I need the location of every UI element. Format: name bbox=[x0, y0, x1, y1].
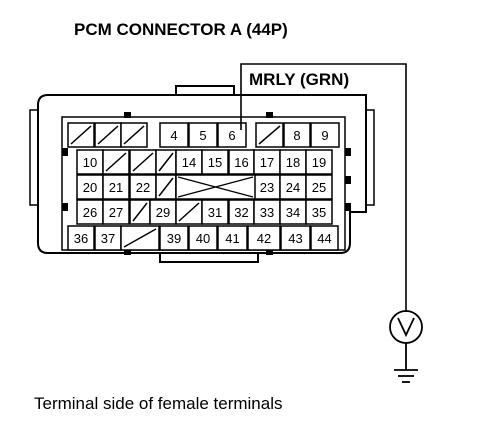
connector-housing-outline bbox=[37, 94, 367, 254]
pin-cell: 18 bbox=[279, 149, 307, 175]
diagram-caption: Terminal side of female terminals bbox=[34, 394, 283, 413]
pin-label: 27 bbox=[109, 205, 123, 220]
pin-cell: 17 bbox=[253, 149, 281, 175]
pin-label: 24 bbox=[286, 180, 300, 195]
pin-label: 41 bbox=[225, 231, 239, 246]
pin-cell: 33 bbox=[253, 199, 281, 225]
pin-cell: 5 bbox=[188, 122, 218, 148]
pin-label: 5 bbox=[199, 128, 206, 143]
connector-bottom-tab bbox=[159, 253, 259, 263]
pin-label: 6 bbox=[228, 128, 235, 143]
pin-label: 44 bbox=[317, 231, 331, 246]
pin-cell bbox=[102, 149, 130, 175]
blank-crossed-area bbox=[175, 174, 256, 200]
pin-cell: 34 bbox=[279, 199, 307, 225]
pin-label: 37 bbox=[101, 231, 115, 246]
pin-label: 32 bbox=[234, 205, 248, 220]
pin-cell: 15 bbox=[201, 149, 229, 175]
pin-cell: 32 bbox=[228, 199, 255, 225]
pin-label: 21 bbox=[109, 180, 123, 195]
pin-cell: 8 bbox=[283, 122, 311, 148]
pin-label: 29 bbox=[156, 205, 170, 220]
voltmeter-icon bbox=[389, 310, 423, 344]
pin-label: 14 bbox=[182, 155, 196, 170]
pin-cell bbox=[120, 225, 160, 251]
pin-cell: 35 bbox=[305, 199, 333, 225]
pin-cell: 22 bbox=[129, 174, 157, 200]
pin-cell: 37 bbox=[94, 225, 122, 251]
pin-cell bbox=[255, 122, 284, 148]
pin-label: 8 bbox=[293, 128, 300, 143]
left-latch bbox=[29, 109, 38, 206]
pin-cell: 44 bbox=[310, 225, 339, 251]
pin-cell: 31 bbox=[201, 199, 229, 225]
wire-label: MRLY (GRN) bbox=[249, 70, 350, 89]
pin-label: 23 bbox=[260, 180, 274, 195]
connector-title: PCM CONNECTOR A (44P) bbox=[74, 20, 288, 39]
pin-cell bbox=[120, 122, 148, 148]
pin-grid: 4 5 6 8 9 10 14 15 16 17 18 19 20 21 22 23 24 25 26 27 29 31 3… bbox=[67, 122, 340, 251]
pin-cell: 41 bbox=[217, 225, 248, 251]
pin-cell: 9 bbox=[310, 122, 340, 148]
pin-label: 39 bbox=[167, 231, 181, 246]
connector-lock-tab bbox=[175, 85, 235, 95]
pin-cell bbox=[155, 149, 177, 175]
ground-icon bbox=[394, 343, 418, 383]
housing-bumps bbox=[62, 112, 351, 255]
pin-label: 9 bbox=[321, 128, 328, 143]
pin-label: 34 bbox=[286, 205, 300, 220]
pin-label: 33 bbox=[260, 205, 274, 220]
pin-cell: 27 bbox=[102, 199, 130, 225]
pin-label: 19 bbox=[312, 155, 326, 170]
pin-label: 22 bbox=[136, 180, 150, 195]
pin-cell bbox=[67, 122, 95, 148]
pin-cell: 40 bbox=[188, 225, 218, 251]
pin-cell: 42 bbox=[247, 225, 281, 251]
pin-cell bbox=[155, 174, 177, 200]
pin-label: 26 bbox=[83, 205, 97, 220]
pin-cell: 43 bbox=[280, 225, 311, 251]
pin-cell bbox=[175, 199, 203, 225]
pin-cell: 23 bbox=[253, 174, 281, 200]
pin-cell: 21 bbox=[102, 174, 130, 200]
pin-cell bbox=[129, 199, 151, 225]
pin-label: 16 bbox=[234, 155, 248, 170]
pin-label: 35 bbox=[312, 205, 326, 220]
pin-label: 18 bbox=[286, 155, 300, 170]
right-latch bbox=[366, 109, 375, 206]
pin-cell: 39 bbox=[159, 225, 189, 251]
pin-cell: 36 bbox=[67, 225, 95, 251]
pin-cell bbox=[94, 122, 122, 148]
pin-cell: 26 bbox=[76, 199, 104, 225]
pin-cell: 4 bbox=[159, 122, 189, 148]
pin-cell: 29 bbox=[149, 199, 177, 225]
test-wire bbox=[240, 63, 407, 312]
pin-label: 10 bbox=[83, 155, 97, 170]
pin-cell: 20 bbox=[76, 174, 104, 200]
pin-label: 15 bbox=[208, 155, 222, 170]
pin-label: 17 bbox=[260, 155, 274, 170]
pin-cell: 16 bbox=[228, 149, 255, 175]
pin-cell bbox=[129, 149, 157, 175]
pin-label: 20 bbox=[83, 180, 97, 195]
pin-label: 43 bbox=[288, 231, 302, 246]
pin-label: 36 bbox=[74, 231, 88, 246]
pin-label: 42 bbox=[257, 231, 271, 246]
pin-cell: 14 bbox=[175, 149, 203, 175]
pin-label: 40 bbox=[196, 231, 210, 246]
pin-cell: 25 bbox=[305, 174, 333, 200]
pin-cell: 6 bbox=[217, 122, 247, 148]
pin-cell: 24 bbox=[279, 174, 307, 200]
pin-cell: 10 bbox=[76, 149, 104, 175]
pin-cell: 19 bbox=[305, 149, 333, 175]
pin-label: 25 bbox=[312, 180, 326, 195]
pin-label: 31 bbox=[208, 205, 222, 220]
pin-label: 4 bbox=[170, 128, 177, 143]
